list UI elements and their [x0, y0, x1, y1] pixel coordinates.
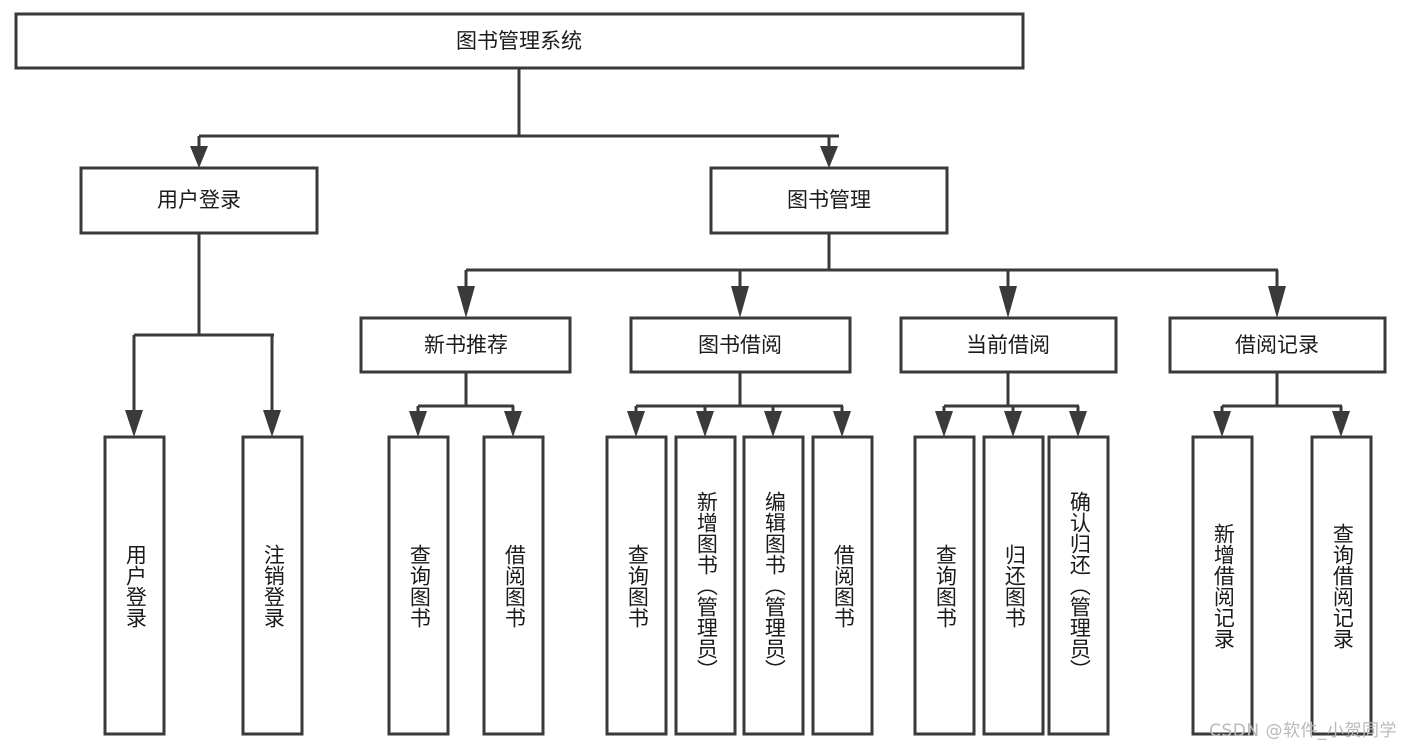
arrow-head-user-login — [190, 146, 208, 168]
node-user-login-box[interactable] — [79, 166, 319, 235]
arrow-head-bb-leaf-4 — [833, 411, 851, 437]
connectors-root-to-level2 — [190, 68, 839, 168]
node-root[interactable]: 图书管理系统 — [14, 12, 1025, 70]
node-new-book-recommend[interactable]: 新书推荐 — [359, 316, 572, 374]
node-book-borrow[interactable]: 图书借阅 — [629, 316, 852, 374]
leaf-box-bb-add-book[interactable] — [674, 435, 737, 736]
leaf-box-br-query-record[interactable] — [1310, 435, 1373, 736]
node-new-book-recommend-box[interactable] — [359, 316, 572, 374]
leaf-box-cb-query-book[interactable] — [913, 435, 976, 736]
leaf-boxes-borrow-record — [1191, 435, 1373, 736]
leaf-boxes-user-login — [103, 435, 304, 736]
arrow-head-br-leaf-2 — [1332, 411, 1350, 437]
arrow-head-cb-leaf-1 — [935, 411, 953, 437]
leaf-box-logout[interactable] — [241, 435, 304, 736]
connectors-user-login-to-leaves — [125, 233, 281, 437]
arrow-head-bb-leaf-1 — [627, 411, 645, 437]
leaf-box-nbr-borrow-book[interactable] — [482, 435, 545, 736]
leaf-box-nbr-query-book[interactable] — [387, 435, 450, 736]
node-root-label: 图书管理系统 — [456, 29, 582, 53]
node-new-book-recommend-label: 新书推荐 — [424, 333, 508, 357]
node-book-manage[interactable]: 图书管理 — [709, 166, 949, 235]
leaf-box-bb-edit-book[interactable] — [742, 435, 805, 736]
node-borrow-record[interactable]: 借阅记录 — [1168, 316, 1387, 374]
node-book-borrow-label: 图书借阅 — [698, 333, 782, 357]
node-borrow-record-label: 借阅记录 — [1235, 333, 1319, 357]
node-borrow-record-box[interactable] — [1168, 316, 1387, 374]
node-book-borrow-box[interactable] — [629, 316, 852, 374]
leaf-box-bb-query-book[interactable] — [605, 435, 668, 736]
arrow-head-leaf-logout — [263, 410, 281, 437]
node-book-manage-label: 图书管理 — [787, 188, 871, 212]
arrow-head-book-borrow — [731, 286, 749, 318]
leaf-box-user-login[interactable] — [103, 435, 166, 736]
arrow-head-bb-leaf-3 — [764, 411, 782, 437]
connectors-current-borrow-to-leaves — [935, 372, 1087, 437]
arrow-head-borrow-record — [1268, 286, 1286, 318]
node-current-borrow[interactable]: 当前借阅 — [899, 316, 1118, 374]
leaf-boxes-book-borrow — [605, 435, 874, 736]
arrow-head-new-book-recommend — [457, 286, 475, 318]
leaf-boxes-new-book-recommend — [387, 435, 545, 736]
node-current-borrow-box[interactable] — [899, 316, 1118, 374]
arrow-head-bb-leaf-2 — [696, 411, 714, 437]
arrow-head-cb-leaf-2 — [1004, 411, 1022, 437]
node-user-login-label: 用户登录 — [157, 188, 241, 212]
arrow-head-leaf-user-login — [125, 410, 143, 437]
arrow-head-br-leaf-1 — [1213, 411, 1231, 437]
connectors-book-borrow-to-leaves — [627, 372, 851, 437]
csdn-watermark: CSDN @软件_小贺同学 — [1209, 721, 1397, 741]
leaf-box-cb-return-book[interactable] — [982, 435, 1045, 736]
node-user-login[interactable]: 用户登录 — [79, 166, 319, 235]
connectors-new-book-recommend-to-leaves — [409, 372, 522, 437]
node-current-borrow-label: 当前借阅 — [966, 333, 1050, 357]
arrow-head-current-borrow — [999, 286, 1017, 318]
leaf-box-cb-confirm-return[interactable] — [1047, 435, 1110, 736]
connectors-book-manage-to-level3 — [457, 233, 1286, 318]
leaf-box-br-add-record[interactable] — [1191, 435, 1254, 736]
node-root-box[interactable] — [14, 12, 1025, 70]
arrow-head-cb-leaf-3 — [1069, 411, 1087, 437]
arrow-head-nbr-leaf-2 — [504, 411, 522, 437]
arrow-head-nbr-leaf-1 — [409, 411, 427, 437]
connectors-borrow-record-to-leaves — [1213, 372, 1350, 437]
arrow-head-book-manage — [820, 146, 838, 168]
leaf-box-bb-borrow-book[interactable] — [811, 435, 874, 736]
leaf-boxes-current-borrow — [913, 435, 1110, 736]
node-book-manage-box[interactable] — [709, 166, 949, 235]
